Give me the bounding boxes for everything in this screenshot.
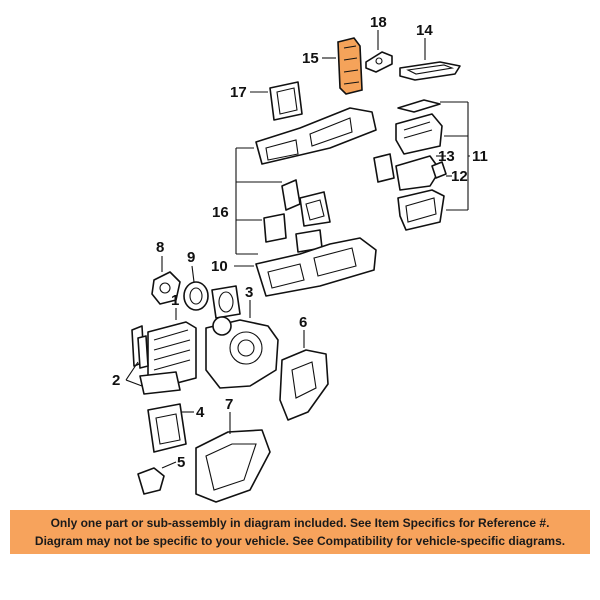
callout-14: 14: [416, 22, 433, 39]
part-8-blower-motor: [151, 271, 181, 305]
leader-11: [440, 101, 470, 211]
callout-4: 4: [196, 404, 205, 421]
leader-5: [161, 461, 177, 469]
highlighted-part-15: [337, 37, 363, 95]
callout-17: 17: [230, 84, 247, 101]
callout-3: 3: [245, 284, 253, 301]
part-11-evaporator-case: [373, 99, 445, 231]
part-2-seals: [137, 335, 181, 395]
part-18-clip: [365, 51, 393, 73]
callout-18: 18: [370, 14, 387, 31]
disclaimer-banner: Only one part or sub-assembly in diagram…: [10, 510, 590, 554]
part-upper-duct: [255, 107, 377, 165]
part-6-outlet-duct: [279, 349, 329, 421]
callout-11: 11: [472, 148, 488, 165]
callout-6: 6: [299, 314, 307, 331]
part-12-clip: [431, 161, 447, 179]
part-3-blower-case: [205, 316, 279, 389]
callout-16: 16: [212, 204, 229, 221]
leader-2: [125, 361, 143, 387]
callout-5: 5: [177, 454, 185, 471]
part-15-heater-core: [337, 37, 363, 95]
part-5-clip: [137, 467, 165, 495]
callout-8: 8: [156, 239, 164, 256]
callout-9: 9: [187, 249, 195, 266]
part-7-lower-case: [195, 429, 271, 503]
part-17-frame: [269, 81, 303, 121]
callout-2: 2: [112, 372, 120, 389]
leader-16: [235, 147, 282, 255]
leader-9: [191, 265, 195, 283]
callout-10: 10: [211, 258, 228, 275]
part-4-bracket: [147, 403, 187, 453]
callout-12: 12: [451, 168, 468, 185]
callout-15: 15: [302, 50, 319, 67]
part-16-door-components: [263, 179, 331, 253]
disclaimer-line-2: Diagram may not be specific to your vehi…: [34, 534, 566, 548]
callout-7: 7: [225, 396, 233, 413]
part-10-lower-duct: [255, 237, 377, 297]
disclaimer-line-1: Only one part or sub-assembly in diagram…: [50, 516, 550, 530]
callout-13: 13: [438, 148, 455, 165]
part-9-flange: [183, 281, 241, 319]
part-14-seal: [399, 61, 461, 81]
callout-1: 1: [171, 292, 179, 309]
